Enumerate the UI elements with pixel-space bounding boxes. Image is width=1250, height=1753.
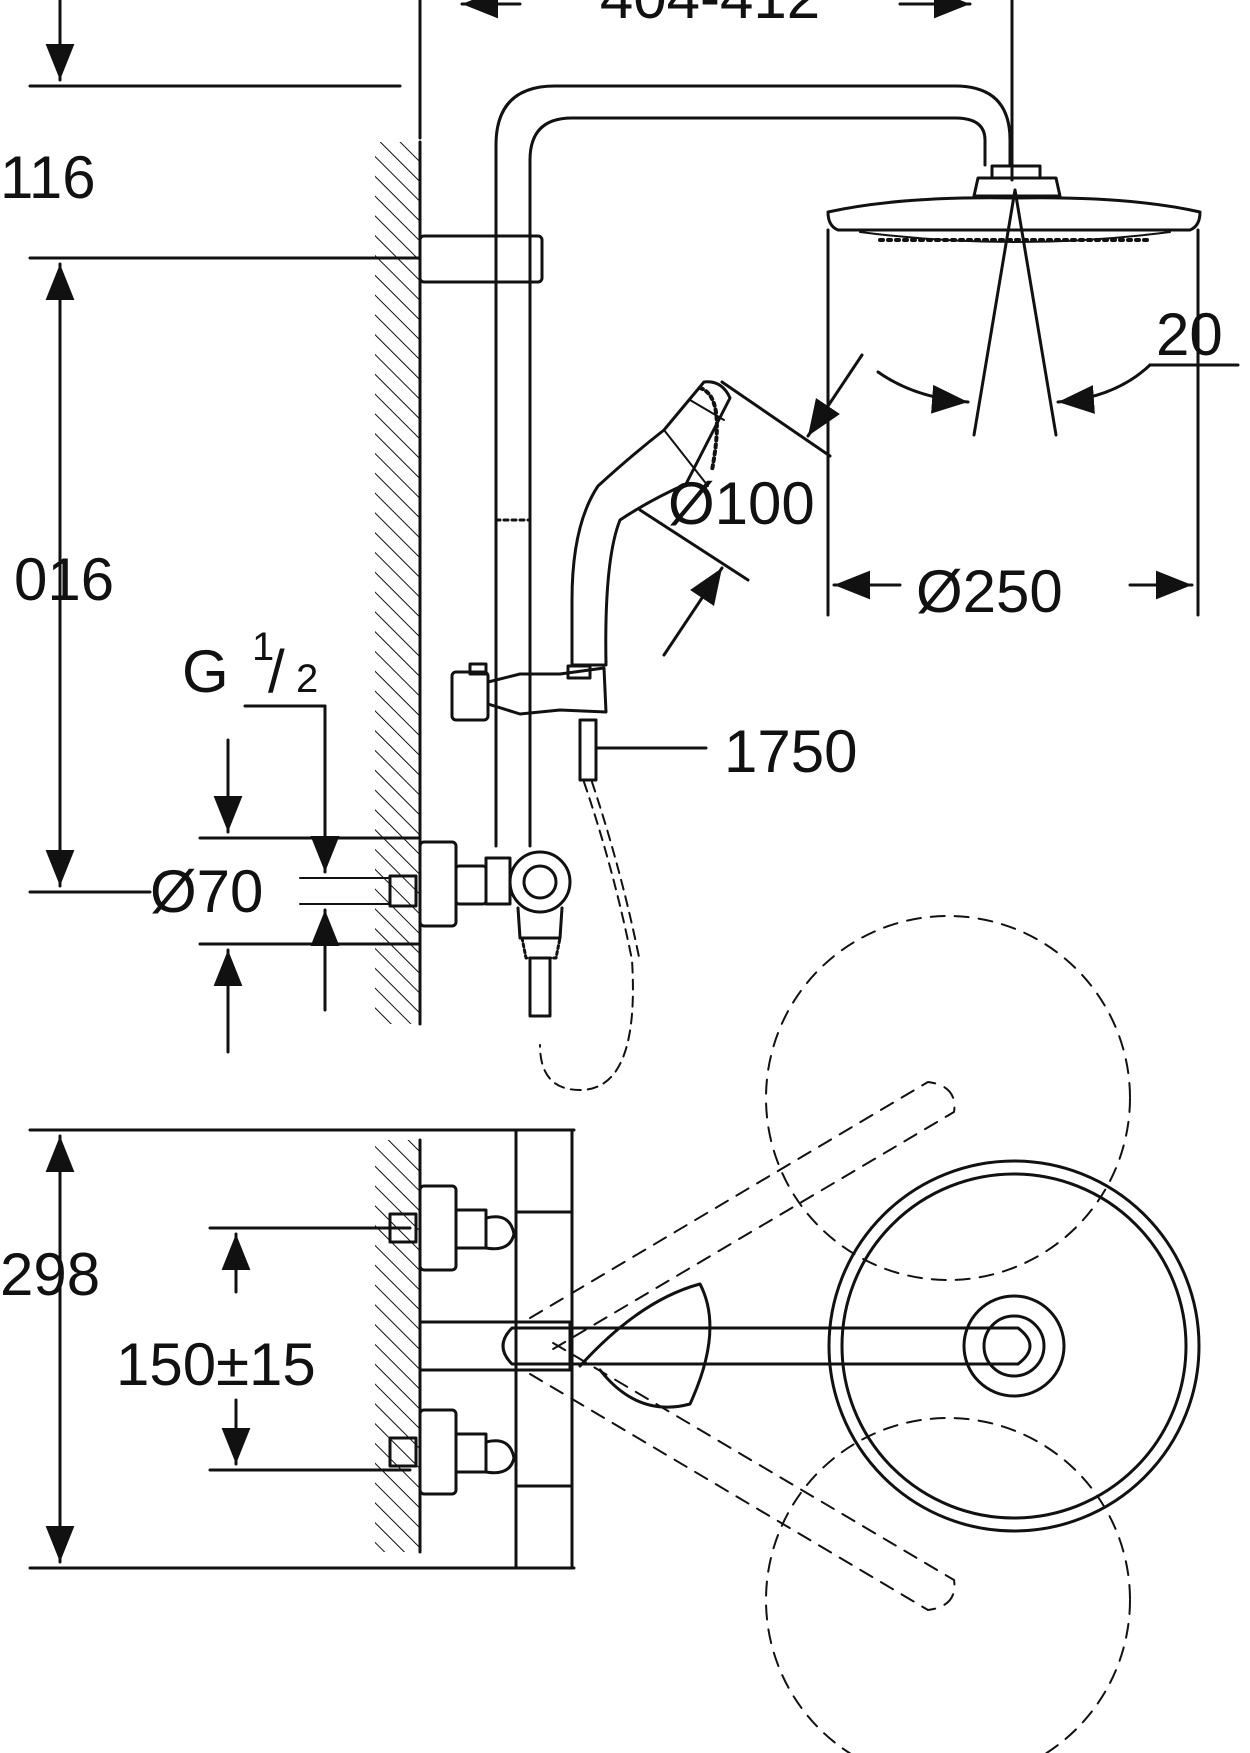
head-shower-plan	[827, 1159, 1201, 1533]
head-shower	[826, 164, 1202, 243]
hand-shower-diameter-label: Ø100	[668, 470, 815, 537]
head-shower-dimensions	[826, 188, 1240, 617]
slider-holder	[450, 662, 608, 782]
dimension-labels: 404-412 116 016 G 1 / 2 Ø70 Ø100 Ø250 20…	[0, 0, 1223, 1398]
thread-fraction-num: 1	[252, 625, 274, 669]
wall-section-lower	[375, 1138, 422, 1554]
swivel-range-dashed	[529, 915, 1131, 1753]
top-width-label: 404-412	[600, 0, 820, 31]
thread-fraction-slash: /	[268, 638, 285, 705]
shower-arm-plan	[501, 1282, 1032, 1409]
hand-shower-dimensions	[638, 353, 864, 657]
head-shower-diameter-label: Ø250	[916, 558, 1063, 625]
shower-hose	[539, 781, 641, 1091]
hose-length-label: 1750	[724, 718, 857, 785]
wall-depth-label: 298	[0, 1241, 100, 1308]
tilt-angle-label: 20	[1156, 301, 1223, 368]
shower-riser-pipe	[418, 84, 1012, 848]
top-width-dimension	[418, 0, 1014, 182]
inlet-diameter-label: Ø70	[150, 858, 263, 925]
thread-fraction-den: 2	[296, 657, 318, 701]
thermostat-side-body	[418, 840, 572, 1018]
thread-main-label: G	[182, 638, 229, 705]
inlet-connection-side	[198, 704, 422, 1054]
thermostat-plan-body	[388, 1128, 574, 1570]
plan-dimensions	[28, 1128, 576, 1570]
wall-section-upper	[375, 140, 422, 1026]
left-vertical-dimensions	[28, 0, 422, 894]
hand-shower	[570, 380, 732, 667]
inlet-spacing-label: 150±15	[116, 1331, 316, 1398]
rail-top-label: 116	[0, 144, 96, 211]
rail-length-label: 016	[14, 546, 114, 613]
